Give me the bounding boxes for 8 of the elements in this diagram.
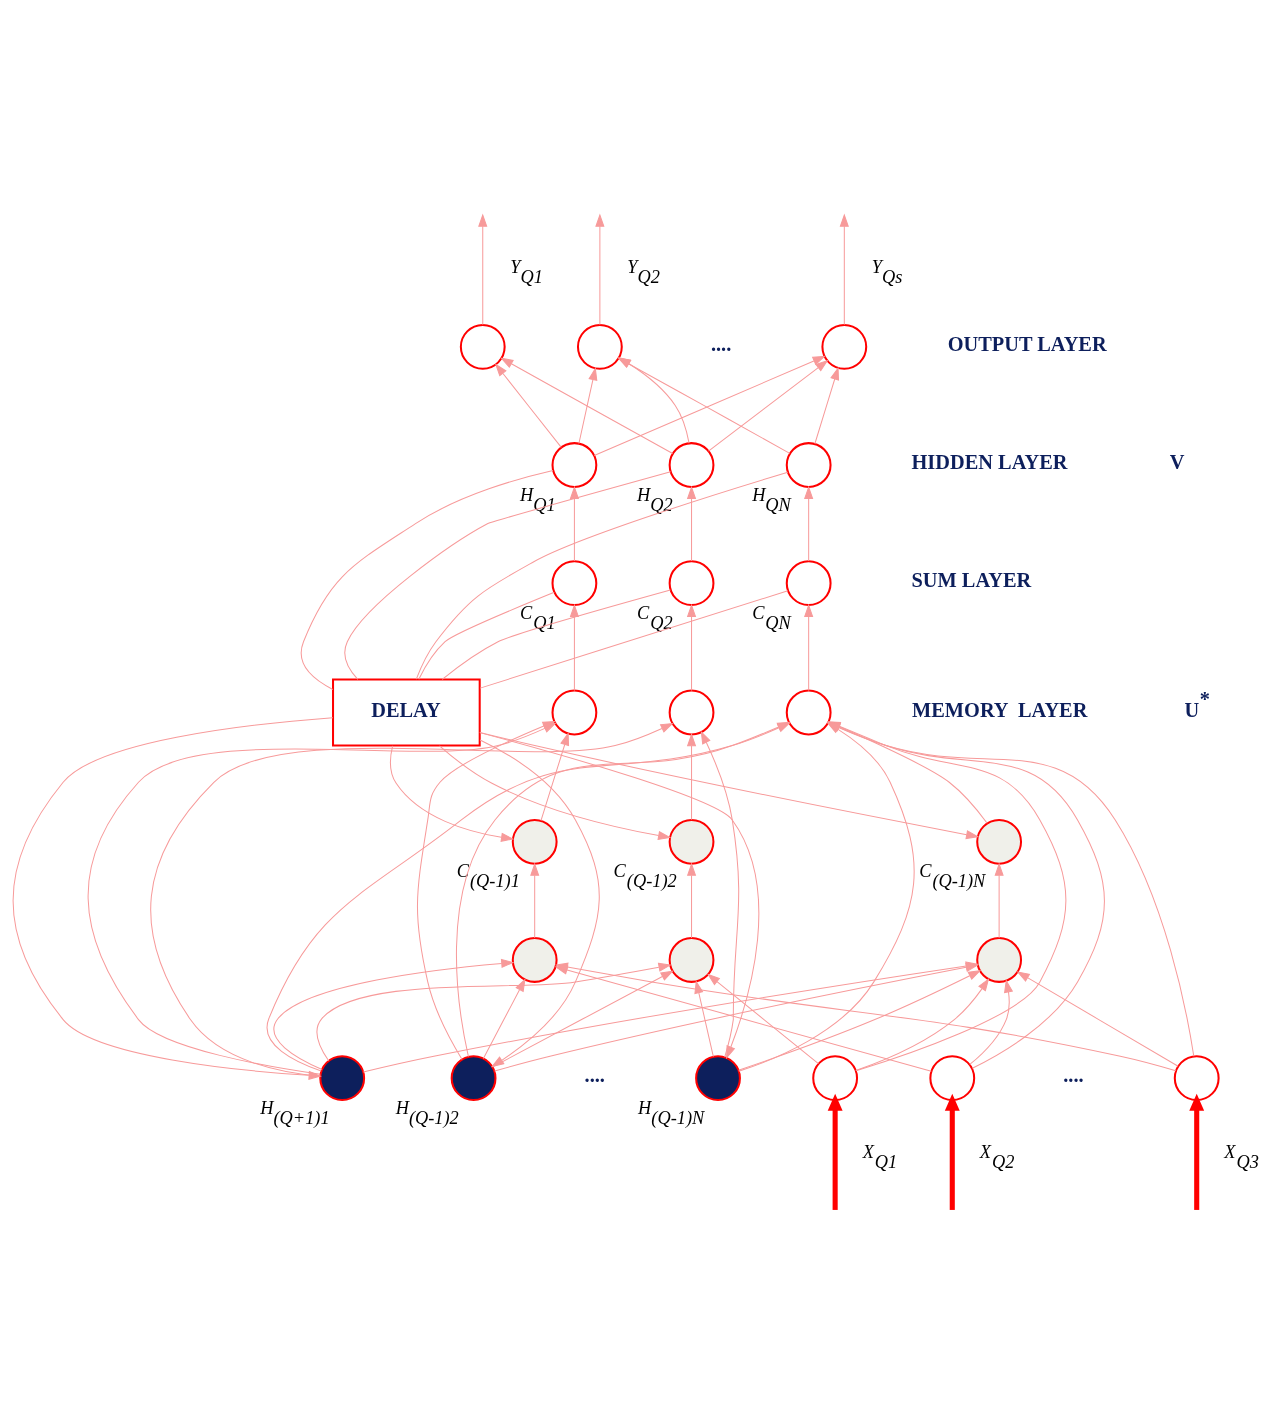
label: .... — [710, 332, 731, 355]
label: V — [1169, 451, 1184, 474]
label: MEMORY LAYER — [911, 698, 1087, 721]
label: SUM LAYER — [911, 569, 1031, 592]
label: HIDDEN LAYER — [911, 451, 1067, 474]
label: OUTPUT LAYER — [947, 332, 1107, 355]
label: .... — [1062, 1064, 1084, 1087]
label: .... — [584, 1064, 605, 1087]
